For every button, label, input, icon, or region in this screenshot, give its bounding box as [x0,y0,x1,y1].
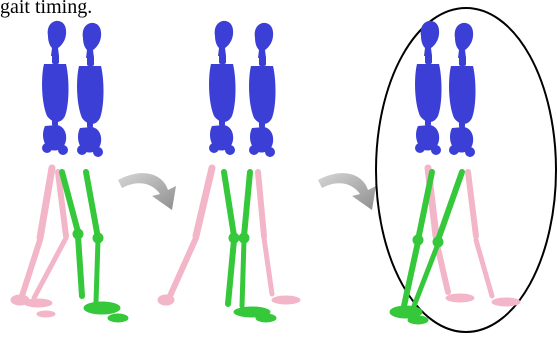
torso-front-panel-1 [77,23,104,157]
torso-front-panel-2 [249,23,276,157]
torso-back-panel-2 [209,21,236,155]
torso-back-panel-3 [415,21,442,155]
gait-panel-3 [376,8,556,332]
torso-back-panel-1 [42,21,69,155]
gait-panel-1 [11,21,128,322]
gait-panel-2 [158,21,300,322]
transition-arrow-2 [318,173,376,210]
back-legs-panel-1 [11,168,66,317]
transition-arrow-1 [118,173,176,210]
torso-front-panel-3 [449,23,476,157]
front-legs-panel-1 [62,172,128,322]
front-legs-panel-2 [224,172,276,322]
